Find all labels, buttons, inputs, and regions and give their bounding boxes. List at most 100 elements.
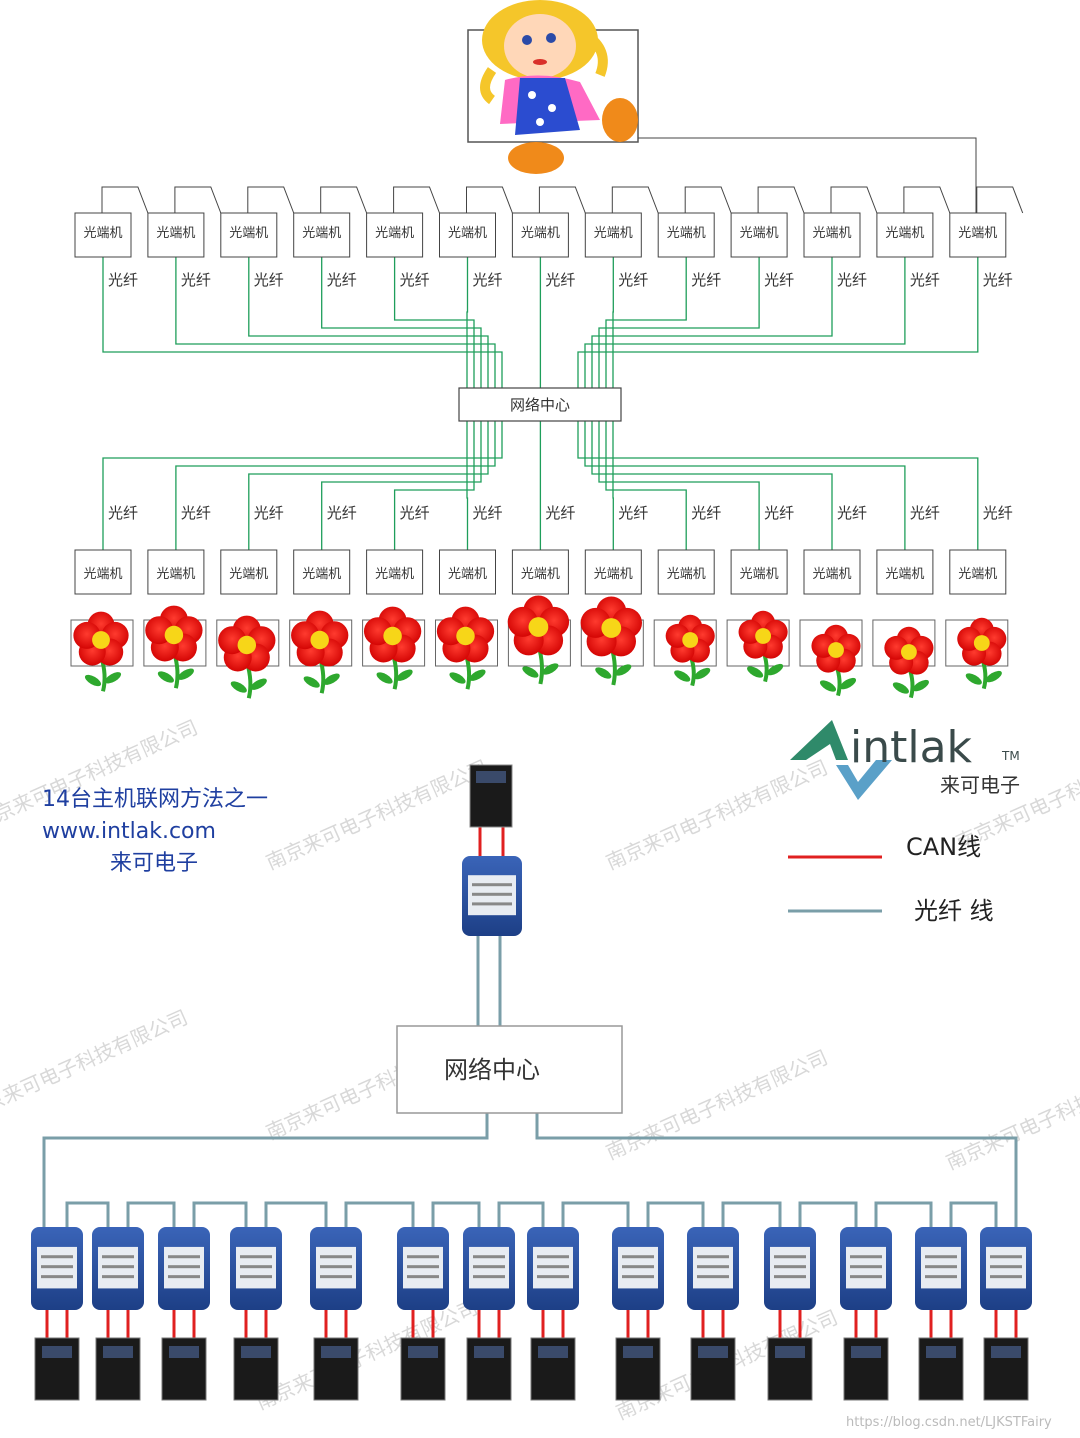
- top-fiber-label: 光纤: [254, 271, 284, 289]
- bottom-transceiver-label: 光端机: [667, 567, 706, 582]
- flower-leaf: [104, 672, 122, 684]
- fiber-line: [605, 421, 687, 550]
- converter-label-line: [407, 1265, 439, 1269]
- top-bracket-line: [903, 186, 951, 214]
- bottom-transceiver-box: [657, 549, 715, 595]
- watermark-text: 南京来可电子科技有限公司: [0, 715, 201, 835]
- host-device: [918, 1337, 964, 1401]
- fiber-line: [102, 421, 503, 550]
- host-device: [983, 1337, 1029, 1401]
- bottom-transceiver-label: 光端机: [812, 567, 851, 582]
- top-fiber-label: 光纤: [983, 271, 1013, 289]
- converter-label-line: [774, 1255, 806, 1259]
- fiber-line: [598, 257, 760, 388]
- bottom-fiber-label: 光纤: [108, 504, 138, 522]
- bottom-fiber-label: 光纤: [837, 504, 867, 522]
- bottom-transceiver-box: [803, 549, 861, 595]
- top-transceiver-label: 光端机: [156, 226, 195, 241]
- legend-fiber: 光纤 线: [914, 897, 994, 925]
- bottom-transceiver-label: 光端机: [375, 567, 414, 582]
- top-fiber-label: 光纤: [327, 271, 357, 289]
- fiber-chain-line: [949, 1201, 998, 1227]
- converter-label-line: [473, 1265, 505, 1269]
- converter-label-line: [320, 1265, 352, 1269]
- watermark-text: 南京来可电子科技有限公司: [262, 755, 491, 875]
- diagram-title-2: www.intlak.com: [42, 819, 216, 844]
- converter-label-line: [473, 1275, 505, 1279]
- top-transceiver-label: 光端机: [302, 226, 341, 241]
- flower-center: [900, 644, 917, 660]
- host-screen: [241, 1346, 271, 1358]
- converter-label-line: [41, 1265, 73, 1269]
- converter-label-line: [102, 1255, 134, 1259]
- top-host-device: [469, 764, 513, 828]
- flower-leaf: [912, 679, 929, 692]
- watermark-text: 南京来可电子科技有限公司: [602, 1045, 831, 1165]
- flower-center: [456, 626, 475, 646]
- top-fiber-label: 光纤: [764, 271, 794, 289]
- diagram-title-1: 14台主机联网方法之一: [42, 787, 268, 812]
- converter-device: [915, 1227, 967, 1310]
- converter-device: [840, 1227, 892, 1310]
- converter-label-line: [41, 1275, 73, 1279]
- flower-icon: [145, 605, 203, 689]
- host-screen: [926, 1346, 956, 1358]
- fiber-line: [393, 257, 475, 388]
- fiber-chain-line: [561, 1201, 630, 1227]
- fiber-line: [591, 257, 833, 388]
- converter-label-line: [537, 1265, 569, 1269]
- flower-leaf: [747, 666, 764, 678]
- top-transceiver-box: [293, 212, 351, 258]
- top-bracket-line: [393, 186, 440, 214]
- logo-tm: TM: [1001, 749, 1020, 763]
- bottom-fiber-label: 光纤: [910, 504, 940, 522]
- fiber-line: [248, 257, 489, 388]
- fiber-line: [584, 257, 906, 388]
- flower-leaf: [892, 682, 909, 694]
- converter-device: [31, 1227, 83, 1310]
- fiber-line: [466, 257, 469, 388]
- host-screen: [775, 1346, 805, 1358]
- top-transceiver-label: 光端机: [958, 226, 997, 241]
- top-transceiver-box: [876, 212, 934, 258]
- doll-link-line: [638, 137, 977, 213]
- converter-label-line: [697, 1255, 729, 1259]
- top-fiber-label: 光纤: [181, 271, 211, 289]
- flower-icon: [811, 624, 861, 697]
- fiber-chain-line: [65, 1201, 110, 1227]
- watermark-text: 南京来可电子科技有限公司: [942, 1055, 1080, 1175]
- converter-label-line: [320, 1275, 352, 1279]
- watermark-text: 南京来可电子科技有限公司: [0, 1005, 191, 1125]
- converter-label-line: [774, 1275, 806, 1279]
- bottom-transceiver-label: 光端机: [958, 567, 997, 582]
- flower-center: [164, 625, 184, 645]
- top-transceiver-box: [584, 212, 642, 258]
- host-screen: [538, 1346, 568, 1358]
- bottom-transceiver-box: [220, 549, 278, 595]
- converter-label-line: [102, 1265, 134, 1269]
- converter-device: [764, 1227, 816, 1310]
- flower-icon: [884, 626, 934, 699]
- top-fiber-label: 光纤: [545, 271, 575, 289]
- host-screen: [698, 1346, 728, 1358]
- top-bracket-line: [757, 186, 805, 214]
- top-bracket-line: [247, 186, 295, 214]
- flower-center: [528, 617, 549, 637]
- host-device: [466, 1337, 512, 1401]
- converter-label-line: [240, 1255, 272, 1259]
- host-device: [95, 1337, 141, 1401]
- bottom-transceiver-label: 光端机: [885, 567, 924, 582]
- logo-sub: 来可电子: [940, 773, 1020, 797]
- host-device: [233, 1337, 279, 1401]
- watermark-text: 南京来可电子科技有限公司: [252, 1295, 481, 1415]
- top-transceiver-box: [439, 212, 496, 258]
- flower-leaf: [303, 676, 320, 688]
- top-fiber-label: 光纤: [400, 271, 430, 289]
- top-transceiver-label: 光端机: [885, 226, 924, 241]
- flower-leaf: [84, 674, 102, 687]
- fiber-line: [321, 257, 482, 388]
- fiber-line: [591, 421, 833, 550]
- converter-label-line: [320, 1255, 352, 1259]
- top-bracket-line: [466, 186, 513, 214]
- top-transceiver-box: [803, 212, 861, 258]
